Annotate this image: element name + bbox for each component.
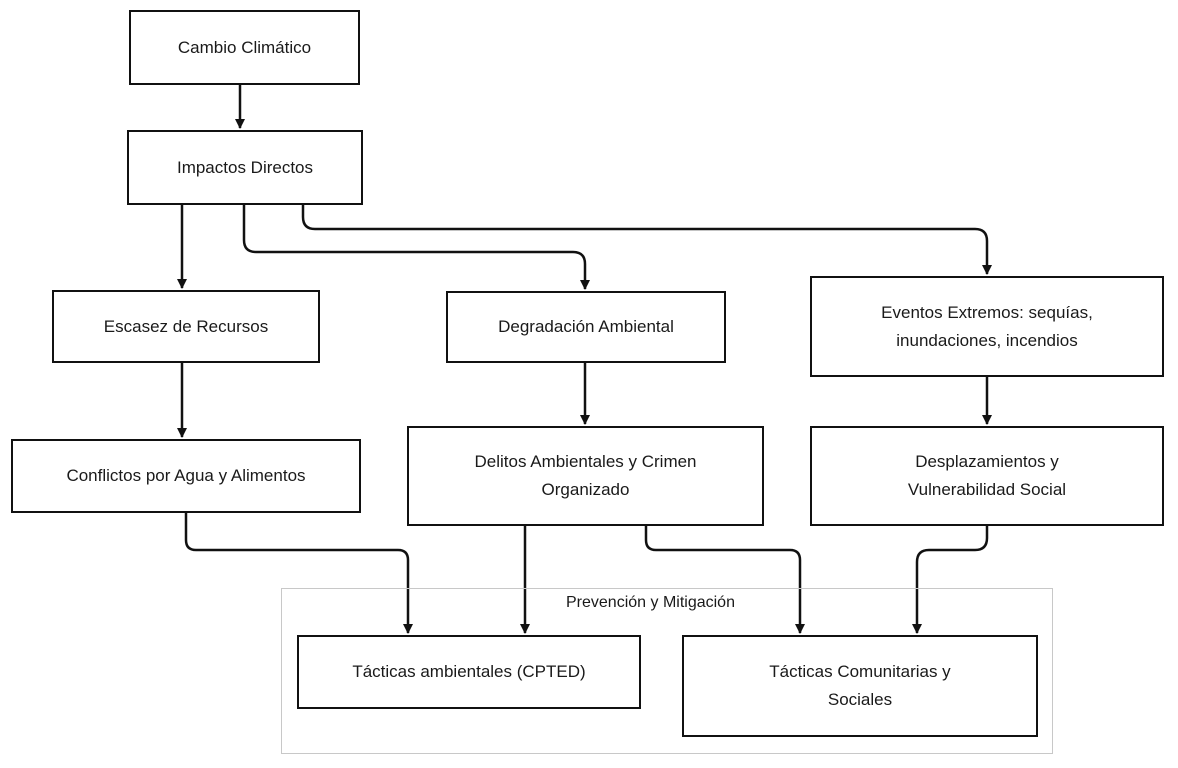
edge-conflictos-to-tacticas-ambientales [184,513,413,634]
node-impactos-directos: Impactos Directos [127,130,363,205]
node-escasez-recursos: Escasez de Recursos [52,290,320,363]
node-desplazamientos: Desplazamientos y Vulnerabilidad Social [810,426,1164,526]
node-cambio-climatico: Cambio Climático [129,10,360,85]
node-conflictos-agua: Conflictos por Agua y Alimentos [11,439,361,513]
edge-impactos-to-eventos [301,205,992,275]
node-eventos-extremos: Eventos Extremos: sequías, inundaciones,… [810,276,1164,377]
node-tacticas-comunitarias: Tácticas Comunitarias y Sociales [682,635,1038,737]
edge-delitos-to-tacticas-comunitarias [644,526,805,634]
node-delitos-ambientales: Delitos Ambientales y Crimen Organizado [407,426,764,526]
node-degradacion-ambiental: Degradación Ambiental [446,291,726,363]
edge-desplazamientos-to-tacticas-comunitarias [912,526,989,634]
prevention-mitigation-title: Prevención y Mitigación [562,593,739,613]
node-tacticas-ambientales: Tácticas ambientales (CPTED) [297,635,641,709]
prevention-mitigation-group [281,588,1053,754]
edge-impactos-to-degradacion [242,205,590,290]
